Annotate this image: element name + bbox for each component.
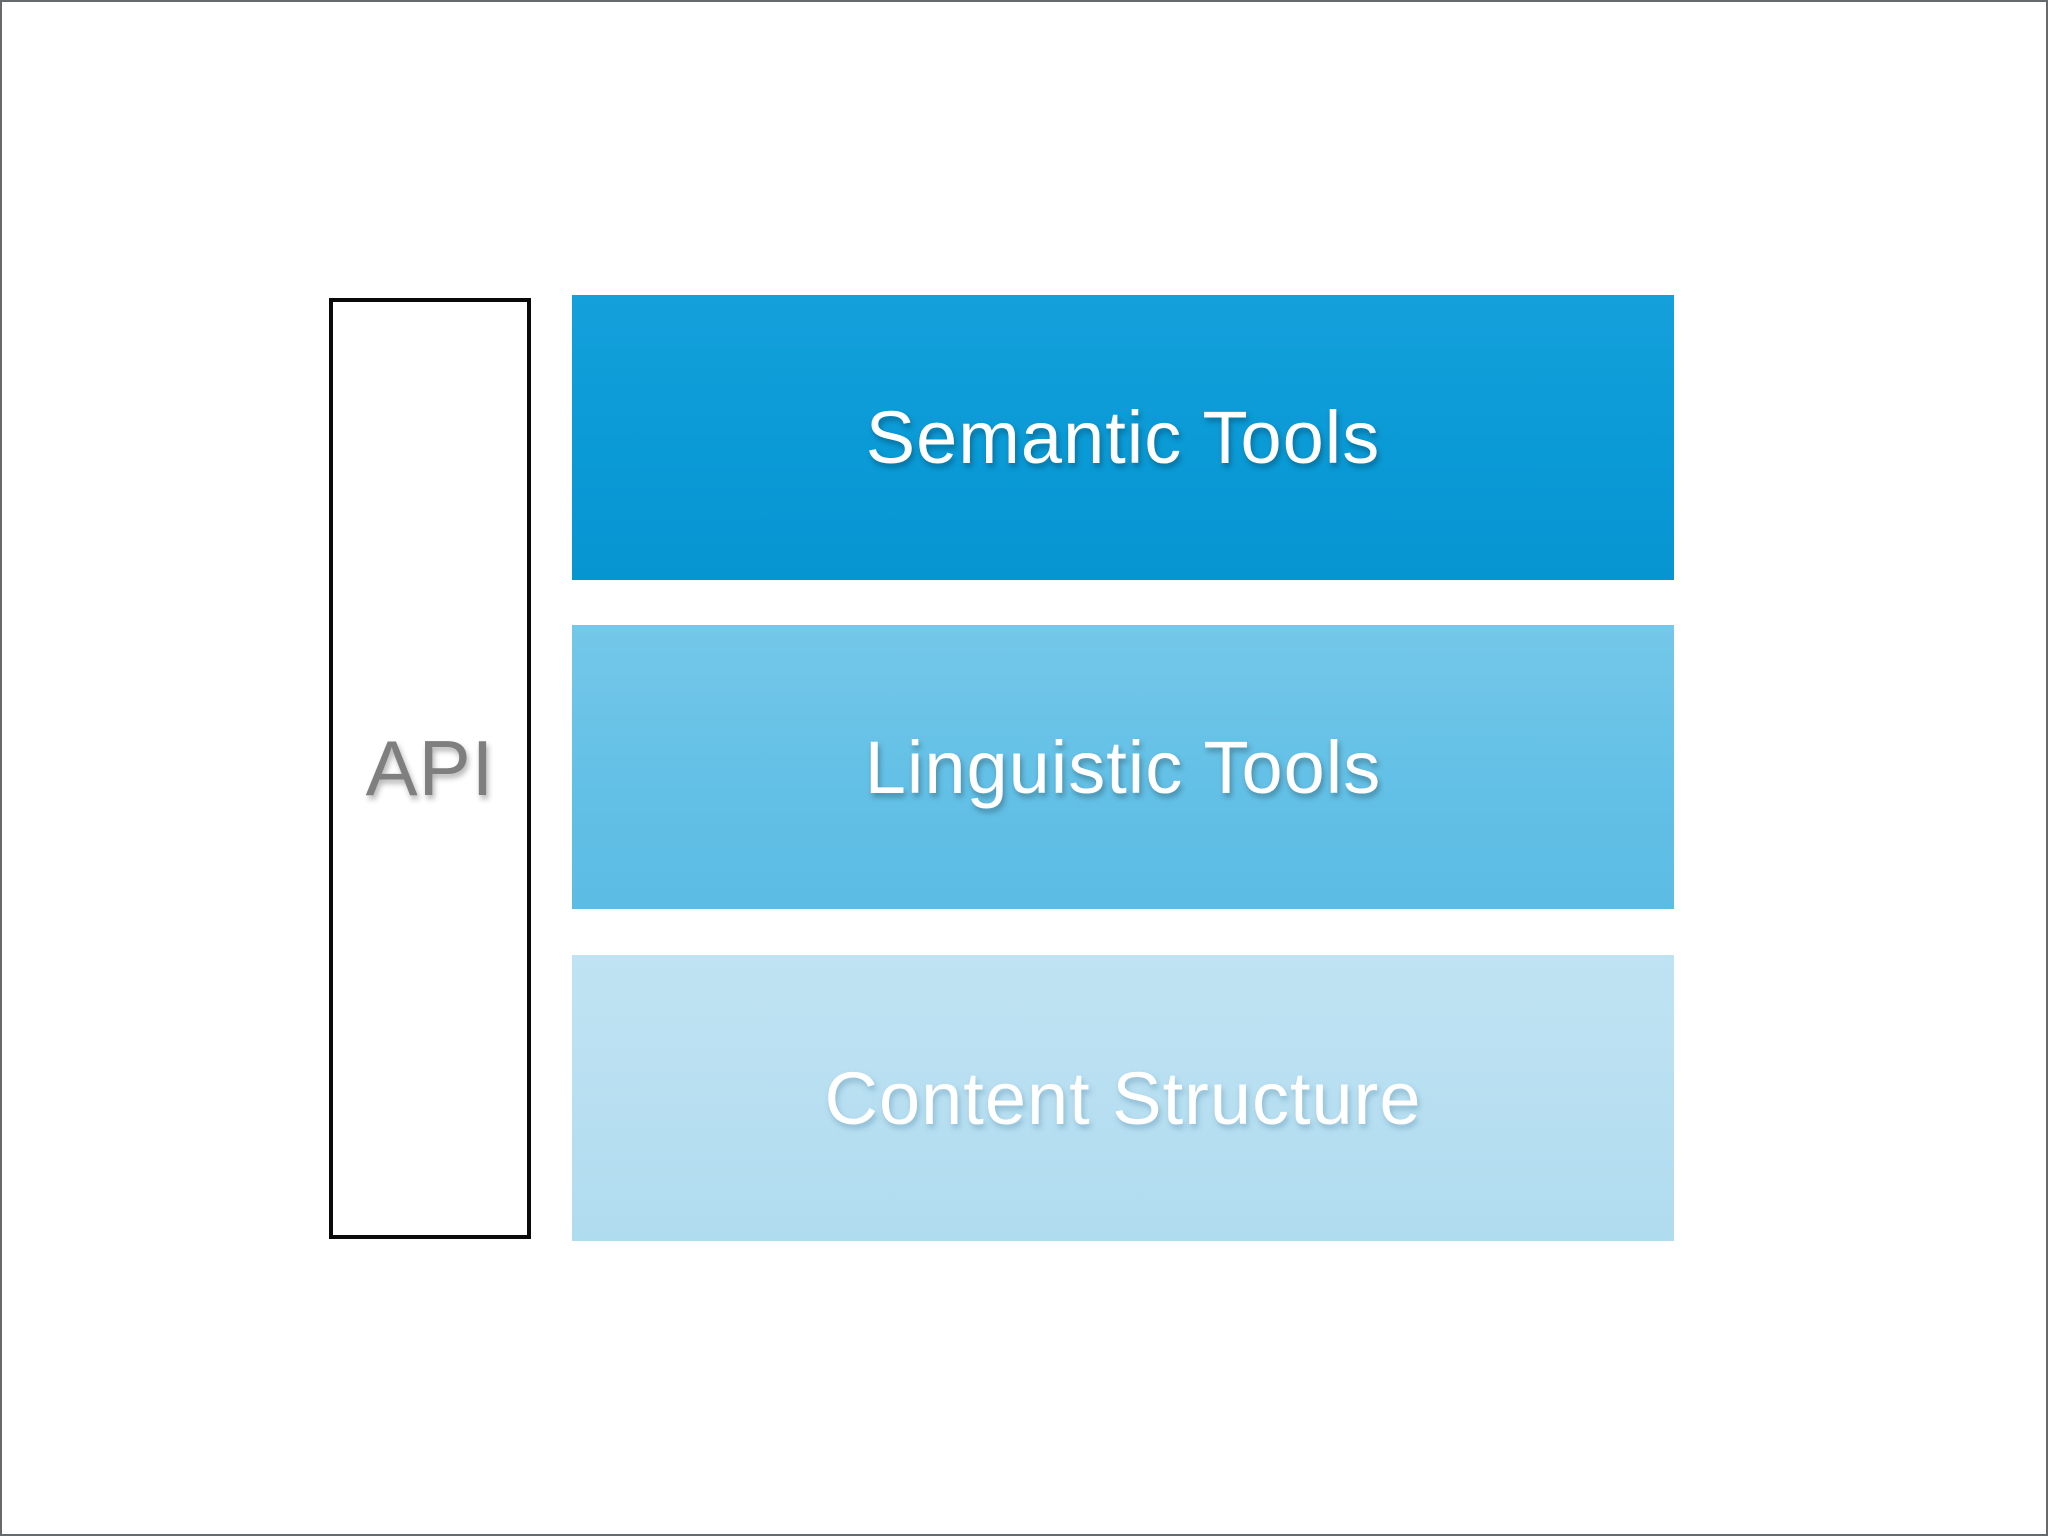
- layer-semantic-tools: Semantic Tools: [572, 295, 1674, 580]
- layer-linguistic-tools-label: Linguistic Tools: [864, 725, 1382, 809]
- layer-linguistic-tools: Linguistic Tools: [572, 625, 1674, 909]
- layer-semantic-tools-label: Semantic Tools: [865, 396, 1381, 479]
- layer-content-structure-label: Content Structure: [824, 1056, 1422, 1140]
- api-box: API: [329, 298, 531, 1239]
- api-box-label: API: [365, 724, 495, 812]
- layer-content-structure: Content Structure: [572, 955, 1674, 1241]
